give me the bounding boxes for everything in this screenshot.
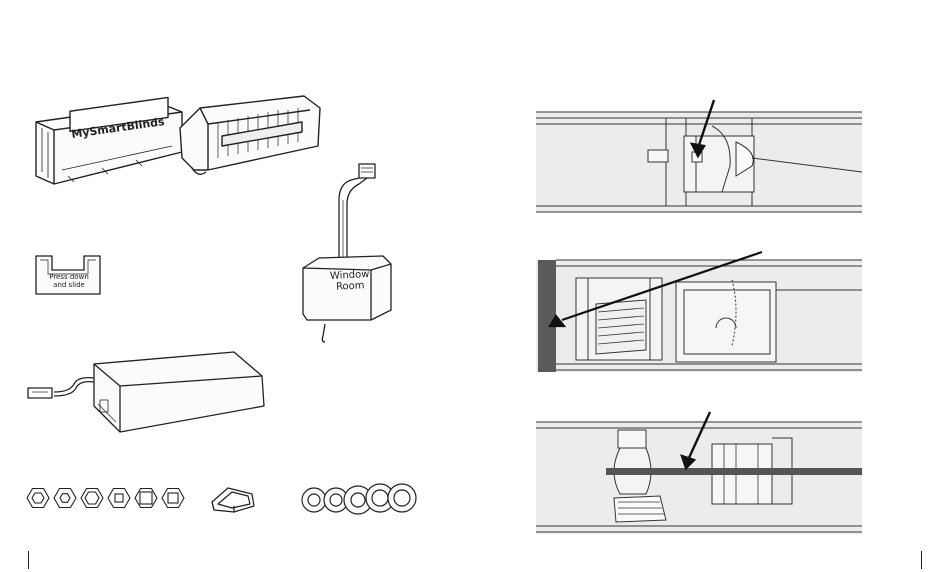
spacer-ring-icon: [302, 488, 326, 512]
key-tool-line1: Press down: [44, 273, 94, 281]
sensor-box-illustration: [295, 160, 395, 360]
sensor-box-label: Window Room: [319, 268, 380, 293]
install-step-1-illustration: [536, 96, 862, 214]
spacer-ring-icons: [298, 480, 420, 520]
page-edge-mark-left: [28, 551, 29, 569]
hex-adapter-icon: [162, 489, 184, 508]
hex-adapter-icon: [27, 489, 49, 508]
motor-housing-illustration: MySmartBlinds: [22, 88, 332, 188]
hex-adapter-icon: [81, 489, 103, 508]
page-edge-mark-right: [921, 551, 922, 569]
hex-adapter-icons: [24, 480, 194, 516]
install-step-3-illustration: [536, 408, 862, 536]
key-tool-line2: and slide: [44, 281, 94, 289]
key-tool-label: Press down and slide: [44, 273, 94, 289]
hex-adapter-icon: [135, 489, 157, 508]
hex-adapter-icon: [54, 489, 76, 508]
install-step-2-illustration: [536, 250, 862, 374]
spacer-ring-icon: [388, 484, 416, 512]
battery-pack-illustration: [24, 348, 274, 438]
hex-adapter-icon: [108, 489, 130, 508]
bracket-clip-icon: [208, 484, 260, 516]
